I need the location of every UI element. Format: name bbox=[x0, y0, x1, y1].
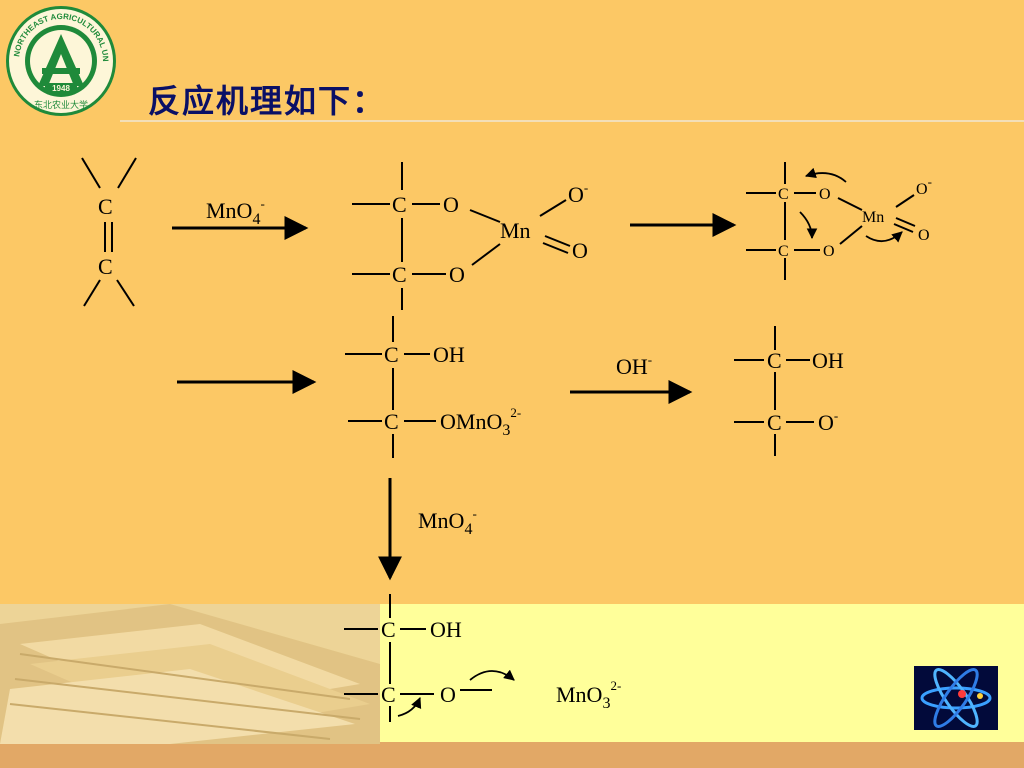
intermediate-hydroxyl: OH bbox=[433, 342, 465, 367]
bottom-manganate-leaving: MnO32- bbox=[556, 678, 621, 712]
header-divider bbox=[120, 120, 1024, 122]
small-ester-carbon-top: C bbox=[778, 186, 789, 203]
product-alkoxide: O- bbox=[818, 408, 838, 435]
bottom-strip bbox=[0, 742, 1024, 768]
small-ester-oxo: O bbox=[918, 227, 930, 244]
reagent-permanganate-1: MnO4- bbox=[206, 196, 265, 228]
bottom-hydroxyl: OH bbox=[430, 617, 462, 642]
product-carbon-top: C bbox=[767, 348, 782, 373]
university-logo-icon: NORTHEAST AGRICULTURAL UNIVERSITY 1948 东… bbox=[4, 4, 116, 116]
intermediate-manganate-ester: OMnO32- bbox=[440, 405, 521, 439]
ester-oxygen-top: O bbox=[443, 192, 459, 217]
small-ester-oxygen-top: O bbox=[819, 186, 831, 203]
logo-year: 1948 bbox=[52, 84, 70, 93]
intermediate-carbon-bottom: C bbox=[384, 409, 399, 434]
product-hydroxyl: OH bbox=[812, 348, 844, 373]
product-carbon-bottom: C bbox=[767, 410, 782, 435]
small-ester-manganese: Mn bbox=[862, 209, 884, 226]
books-image bbox=[0, 604, 380, 744]
header-band bbox=[0, 0, 1024, 120]
bottom-carbon-top: C bbox=[381, 617, 396, 642]
atom-icon bbox=[914, 666, 998, 730]
reagent-hydroxide: OH- bbox=[616, 352, 652, 379]
intermediate-carbon-top: C bbox=[384, 342, 399, 367]
bottom-oxygen: O bbox=[440, 682, 456, 707]
logo-cn-name: 东北农业大学 bbox=[34, 99, 88, 111]
bottom-carbon-bottom: C bbox=[381, 682, 396, 707]
ester-carbon-top: C bbox=[392, 192, 407, 217]
reagent-permanganate-2: MnO4- bbox=[418, 506, 477, 538]
small-ester-oxygen-bottom: O bbox=[823, 243, 835, 260]
alkene-carbon-bottom: C bbox=[98, 254, 113, 279]
ester-manganese: Mn bbox=[500, 218, 531, 243]
page-title: 反应机理如下： bbox=[148, 82, 387, 120]
ester-oxo: O bbox=[572, 238, 588, 263]
ester-oxide-anion: O- bbox=[568, 180, 588, 207]
alkene-carbon-top: C bbox=[98, 194, 113, 219]
ester-oxygen-bottom: O bbox=[449, 262, 465, 287]
ester-carbon-bottom: C bbox=[392, 262, 407, 287]
small-ester-carbon-bottom: C bbox=[778, 243, 789, 260]
small-ester-oxide-anion: O- bbox=[916, 174, 932, 198]
